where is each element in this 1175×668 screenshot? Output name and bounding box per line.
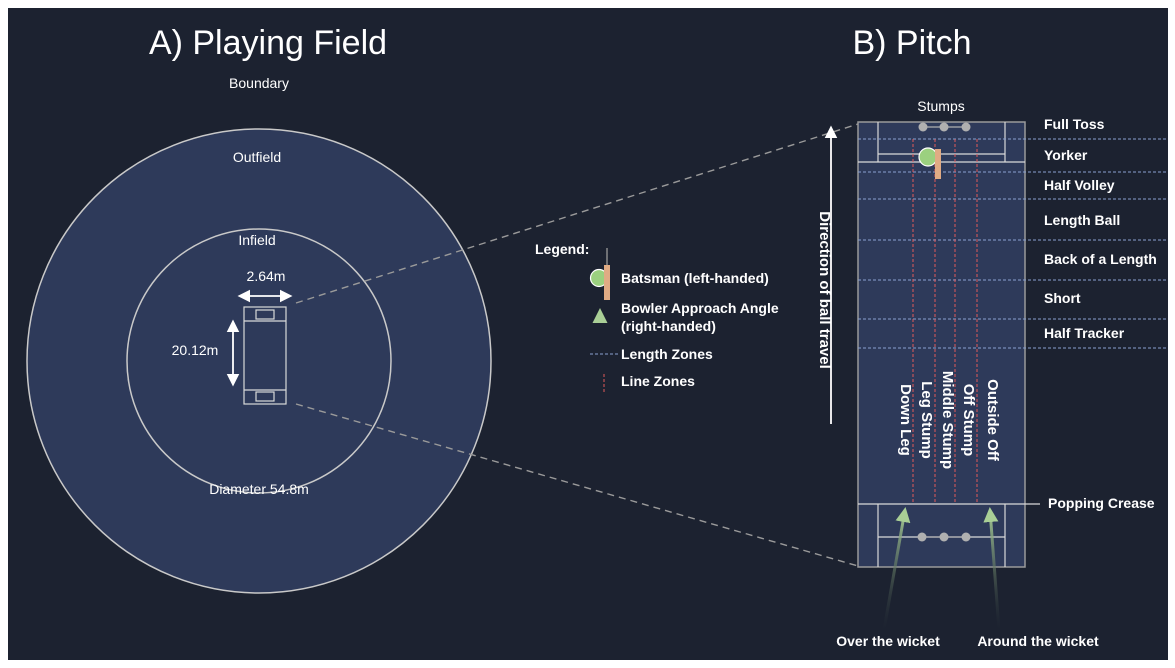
panel-b-title: B) Pitch (852, 24, 971, 62)
length-zone-lines (858, 138, 1168, 349)
field-pitch (243, 306, 287, 405)
legend-bowler-label-1: Bowler Approach Angle (621, 300, 779, 316)
legend-bowler-label-2: (right-handed) (621, 318, 716, 334)
infield-circle (126, 228, 392, 494)
legend-batsman-icon (589, 248, 610, 300)
top-stumps (918, 122, 971, 132)
pitch-width-label: 2.64m (247, 268, 286, 284)
legend-batsman-label: Batsman (left-handed) (621, 270, 769, 286)
length-zone-label: Yorker (1044, 147, 1088, 163)
length-zone-label: Length Ball (1044, 212, 1120, 228)
legend-length-zones-label: Length Zones (621, 346, 713, 362)
return-creases (877, 122, 1006, 567)
length-zone-label: Short (1044, 290, 1081, 306)
popping-crease-label: Popping Crease (1048, 495, 1155, 511)
line-zone-label: Down Leg (897, 384, 914, 456)
boundary-label: Boundary (229, 75, 289, 91)
length-zone-label: Half Volley (1044, 177, 1115, 193)
zoom-line-bottom (295, 403, 859, 567)
length-zone-label: Full Toss (1044, 116, 1105, 132)
panel-a-title: A) Playing Field (149, 24, 387, 62)
around-wicket-arrow (983, 507, 1001, 631)
line-zone-label: Off Stump (960, 384, 977, 457)
over-wicket-label: Over the wicket (836, 633, 940, 649)
around-wicket-label: Around the wicket (977, 633, 1099, 649)
stumps-label: Stumps (917, 98, 964, 114)
line-zone-labels: Down Leg Leg Stump Middle Stump Off Stum… (897, 371, 1001, 469)
legend-line-zones-label: Line Zones (621, 373, 695, 389)
over-wicket-arrow (882, 507, 911, 631)
legend: Legend: Batsman (left-handed) Bowler App… (535, 241, 779, 392)
line-zone-label: Leg Stump (918, 381, 935, 459)
line-zone-label: Middle Stump (939, 371, 956, 469)
bottom-stumps (917, 532, 971, 542)
ball-direction-label: Direction of ball travel (816, 211, 833, 369)
length-zone-label: Half Tracker (1044, 325, 1125, 341)
line-zone-label: Outside Off (984, 379, 1001, 462)
length-zone-labels: Full Toss Yorker Half Volley Length Ball… (1044, 116, 1157, 341)
zoom-line-top (295, 123, 859, 304)
line-zone-lines (912, 139, 978, 504)
batsman-icon (918, 147, 941, 179)
length-zone-label: Back of a Length (1044, 251, 1157, 267)
legend-heading: Legend: (535, 241, 589, 257)
pitch-rect (857, 121, 1026, 568)
diameter-label: Diameter 54.8m (209, 481, 309, 497)
pitch-length-label: 20.12m (172, 342, 219, 358)
infield-label: Infield (238, 232, 275, 248)
outfield-label: Outfield (233, 149, 281, 165)
